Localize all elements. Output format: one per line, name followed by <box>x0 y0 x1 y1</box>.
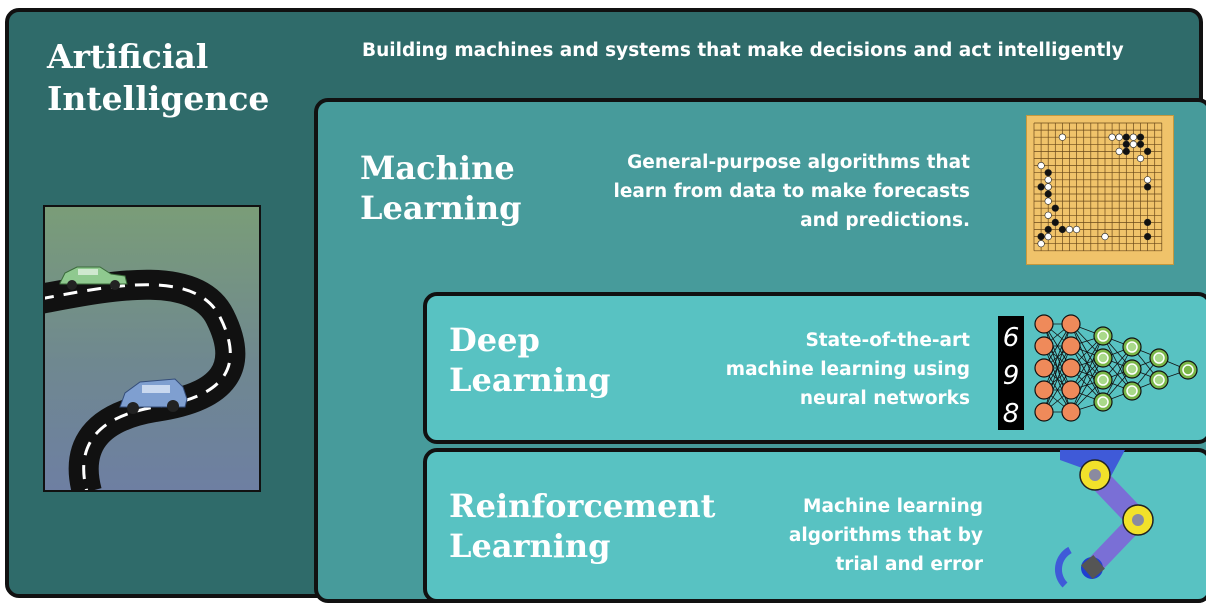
white-stone <box>1044 197 1052 205</box>
black-stone <box>1044 225 1052 234</box>
neuron-core <box>1153 352 1165 364</box>
rl-title: Reinforcement Learning <box>449 486 715 566</box>
input-neuron <box>1034 358 1054 378</box>
dl-desc-line3: neural networks <box>799 388 970 409</box>
ml-title-line2: Learning <box>360 189 522 227</box>
black-stone <box>1143 232 1152 241</box>
black-stone <box>1122 140 1130 148</box>
neuron-core <box>1126 341 1138 353</box>
white-stone <box>1065 225 1074 234</box>
ai-title: Artificial Intelligence <box>47 36 269 120</box>
ml-description: General-purpose algorithms that learn fr… <box>560 148 971 235</box>
input-neuron <box>1034 402 1054 422</box>
black-stone <box>1143 218 1152 226</box>
white-stone <box>1143 176 1152 184</box>
input-neuron <box>1061 336 1081 356</box>
input-neuron <box>1061 314 1081 334</box>
input-neuron <box>1034 380 1054 400</box>
road-icon <box>45 266 246 490</box>
input-neuron <box>1061 380 1081 400</box>
white-stone <box>1044 183 1052 191</box>
white-stone <box>1037 240 1045 248</box>
black-stone <box>1136 133 1145 141</box>
neuron-core <box>1097 396 1109 408</box>
black-stone <box>1058 225 1067 234</box>
white-stone <box>1136 154 1145 163</box>
white-stone <box>1044 211 1052 219</box>
black-stone <box>1143 183 1152 191</box>
rl-desc-line3: trial and error <box>835 554 983 575</box>
white-stone <box>1115 133 1123 141</box>
ml-title-line1: Machine <box>360 149 515 187</box>
black-stone <box>1122 147 1130 156</box>
digit-9: 9 <box>1003 361 1020 391</box>
input-neuron <box>1034 314 1054 334</box>
white-stone <box>1037 161 1045 170</box>
black-stone <box>1037 183 1045 191</box>
ai-title-line1: Artificial <box>47 37 209 76</box>
ai-title-line2: Intelligence <box>47 79 270 118</box>
white-stone <box>1129 133 1137 141</box>
rl-description: Machine learning algorithms that by tria… <box>740 492 983 579</box>
rl-desc-line2: algorithms that by <box>788 525 983 546</box>
black-stone <box>1122 133 1130 141</box>
dl-title-line1: Deep <box>449 321 540 359</box>
neuron-core <box>1153 374 1165 386</box>
neuron-core <box>1182 364 1194 376</box>
ml-desc-line3: and predictions. <box>800 210 970 231</box>
neuron-core <box>1126 363 1138 375</box>
white-stone <box>1072 225 1081 234</box>
neuron-core <box>1126 385 1138 397</box>
neuron-core <box>1097 330 1109 342</box>
ml-desc-line1: General-purpose algorithms that <box>627 152 970 173</box>
dl-desc-line2: machine learning using <box>725 359 970 380</box>
reinforcement-learning-panel <box>423 448 1206 603</box>
black-stone <box>1044 190 1052 198</box>
dl-title-line2: Learning <box>449 361 611 399</box>
rl-desc-line1: Machine learning <box>803 496 983 517</box>
robot-arm-icon <box>1055 450 1154 588</box>
ml-title: Machine Learning <box>360 148 522 228</box>
white-stone <box>1044 176 1052 184</box>
neuron-core <box>1097 374 1109 386</box>
white-stone <box>1108 133 1116 141</box>
input-neuron <box>1061 402 1081 422</box>
white-stone <box>1101 232 1109 241</box>
car-green-icon <box>59 266 128 290</box>
go-board-icon <box>1026 115 1174 265</box>
self-driving-road-illustration <box>43 205 261 492</box>
ml-desc-line2: learn from data to make forecasts <box>613 181 971 202</box>
white-stone <box>1129 140 1137 148</box>
rl-title-line2: Learning <box>449 527 611 565</box>
digit-8: 8 <box>1003 399 1020 429</box>
car-blue-icon <box>119 378 188 414</box>
black-stone <box>1037 232 1045 241</box>
dl-desc-line1: State-of-the-art <box>805 330 970 351</box>
black-stone <box>1044 169 1052 177</box>
black-stone <box>1143 147 1152 156</box>
input-neuron <box>1034 336 1054 356</box>
black-stone <box>1051 218 1059 226</box>
white-stone <box>1058 133 1067 141</box>
dl-description: State-of-the-art machine learning using … <box>660 326 970 413</box>
digit-6: 6 <box>1003 323 1020 353</box>
neuron-core <box>1097 352 1109 364</box>
white-stone <box>1115 147 1123 156</box>
ai-description: Building machines and systems that make … <box>362 40 1124 61</box>
dl-title: Deep Learning <box>449 320 611 400</box>
neural-network-icon: 6 9 8 <box>998 314 1198 430</box>
black-stone <box>1136 140 1145 148</box>
black-stone <box>1051 204 1059 212</box>
rl-title-line1: Reinforcement <box>449 487 716 525</box>
white-stone <box>1044 232 1052 241</box>
input-neuron <box>1061 358 1081 378</box>
